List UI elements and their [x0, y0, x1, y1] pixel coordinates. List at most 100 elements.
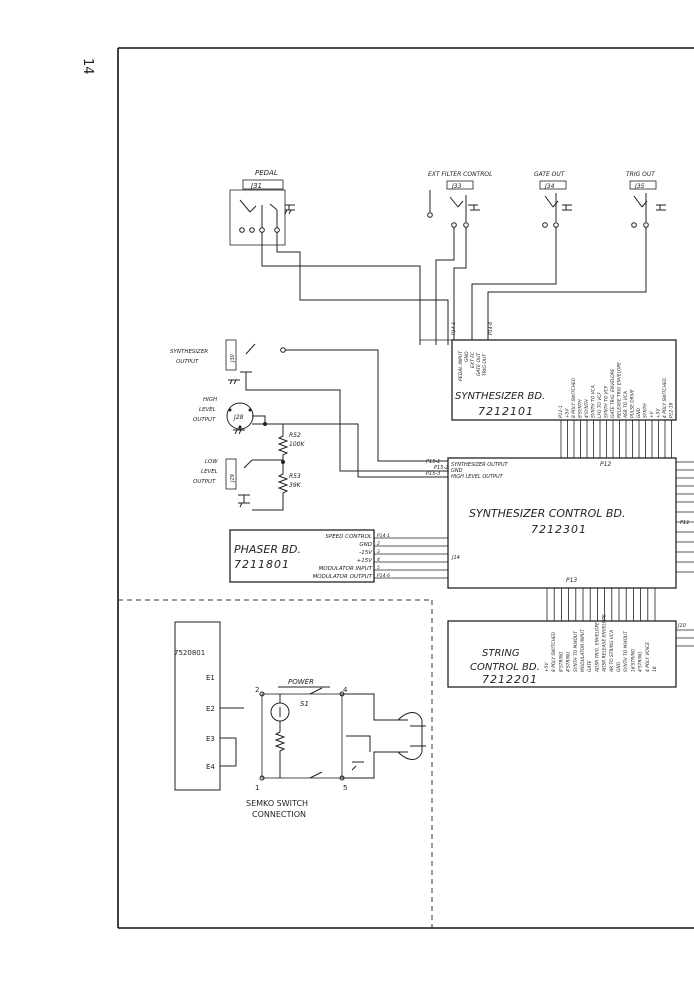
synth-bd-top-pin: GATE OUT — [476, 351, 482, 376]
string-bd-pin: ADSR RELEASE ENVELOPE — [602, 614, 608, 673]
low-level-label-3: OUTPUT — [193, 479, 216, 485]
low-level-ref: J29 — [230, 474, 236, 483]
phaser-bd-part: 7211801 — [234, 558, 290, 571]
synth-bd-bottom-pin: 4'SYNTH — [584, 399, 590, 418]
phaser-pin-label: SPEED CONTROL — [325, 534, 372, 540]
phaser-pin-conn: P14-1 — [377, 533, 390, 539]
string-bd-pin: +5V — [544, 662, 550, 672]
control-bd-pin-label: HIGH LEVEL OUTPUT — [451, 474, 504, 480]
r52-ref: R52 — [289, 432, 301, 439]
gate-out-jack-label: GATE OUT — [534, 171, 566, 178]
string-bd-pin: 4 POLY VOICE — [645, 642, 651, 672]
string-bd-pin: SYNTH TO MIXOUT — [573, 631, 579, 672]
synth-bd-bottom-pin: 4 POLY SWITCHED — [662, 377, 668, 418]
ext-filter-jack-label: EXT FILTER CONTROL — [428, 171, 492, 178]
control-bd-p12: P12 — [600, 461, 611, 468]
control-bd-p13: P13 — [566, 577, 577, 584]
string-bd-pin: MODULATOR INPUT — [580, 629, 586, 672]
control-bd-conn: P15-2 — [434, 465, 448, 471]
gate-out-jack-ref: J34 — [544, 183, 555, 190]
control-bd-title: SYNTHESIZER CONTROL BD. — [469, 507, 625, 520]
control-bd-part: 7212301 — [531, 523, 587, 536]
string-bd-title-2: CONTROL BD. — [470, 662, 540, 673]
semko-caption-2: CONNECTION — [252, 810, 306, 819]
node-4: 4 — [343, 686, 348, 694]
phaser-pin-label: +15V — [357, 558, 374, 564]
synth-bd-pin-p14-1: P14-1 — [451, 322, 457, 335]
synth-bd-bottom-pin: 8 POLY SWITCHED — [571, 377, 577, 418]
semko-region-border — [118, 599, 433, 928]
high-level-label-1: HIGH — [203, 397, 217, 403]
phaser-pin-label: -15V — [359, 550, 373, 556]
string-bd-pin: 16'STRING — [630, 648, 636, 672]
control-bd-pin-label: GND — [451, 468, 463, 474]
synth-control-board: P12 SYNTHESIZER CONTROL BD. 7212301 P11 … — [426, 457, 689, 589]
synth-bd-bottom-pin: +V — [649, 410, 655, 418]
r52-value: 100K — [289, 441, 305, 448]
drawing-frame — [117, 47, 694, 929]
synth-bd-bottom-pin: SYNTH — [643, 403, 649, 418]
phaser-pin-conn: P14-6 — [377, 573, 390, 579]
low-level-label-2: LEVEL — [201, 469, 218, 475]
high-level-ref: J28 — [233, 414, 244, 421]
ext-filter-jack: EXT FILTER CONTROL J33 — [427, 171, 492, 228]
semko-board-ref: 7520801 — [174, 649, 205, 657]
high-level-label-2: LEVEL — [199, 407, 216, 413]
synth-bd-top-pin: GND — [464, 351, 470, 362]
resistor-r53: R53 39K — [252, 462, 302, 511]
node-2: 2 — [255, 686, 259, 694]
semko-caption-1: SEMKO SWITCH — [246, 799, 308, 808]
node-1: 1 — [255, 784, 259, 792]
power-switch-label: POWER — [288, 678, 314, 686]
string-bd-pin: GND — [616, 661, 622, 672]
string-bd-pin: 8 POLY SWITCHED — [551, 631, 557, 672]
string-bd-pin: SYNTH TO MIXOUT — [623, 631, 629, 672]
string-bd-j10: J10 — [677, 623, 686, 629]
synth-bd-top-pin: EXT FC — [470, 351, 476, 368]
semko-term-e3: E3 — [206, 735, 215, 743]
synth-bd-top-pin: TRIG OUT — [482, 353, 488, 376]
synth-bd-bottom-pin: +5V — [656, 408, 662, 418]
pedal-jack-ref: J31 — [249, 182, 262, 190]
synth-bd-bottom-pin: PULSE DRIVE — [630, 389, 636, 418]
semko-term-e1: E1 — [206, 674, 215, 682]
string-bd-pin: AR TO STRING VCA — [609, 630, 615, 673]
pedal-jack-label: PEDAL — [255, 169, 278, 177]
synth-bd-bottom-pin: SYNTH TO VCA — [591, 385, 597, 418]
string-bd-pin: 4'STRING — [638, 651, 644, 672]
string-bd-pin: 4'STRING — [566, 651, 572, 672]
string-bd-pin: ADSR TRIG. ENVELOPE — [594, 622, 600, 673]
phaser-pin-label: MODULATOR INPUT — [319, 566, 373, 572]
high-level-output-jack: HIGH LEVEL OUTPUT J28 — [193, 397, 254, 435]
string-bd-title-1: STRING — [482, 648, 520, 659]
control-bd-p11: P11 — [680, 520, 689, 526]
synth-output-label: SYNTHESIZER — [170, 349, 208, 355]
string-bd-part: 7212201 — [482, 673, 538, 686]
synth-output-label-2: OUTPUT — [176, 359, 199, 365]
synth-bd-bottom-pin: GND — [636, 407, 642, 418]
semko-term-e4: E4 — [206, 763, 215, 771]
string-bd-pin: GATE — [587, 660, 593, 672]
trig-out-jack: TRIG OUT J35 — [626, 171, 666, 228]
low-level-label-1: LOW — [205, 459, 218, 465]
string-bd-pin: 8'STRING — [558, 651, 564, 672]
synth-bd-bottom-pin: GATE TRIG. ENVELOPE — [610, 369, 616, 418]
trig-out-jack-ref: J35 — [634, 183, 645, 190]
synth-bd-bottom-pin: LFO TO VCF — [597, 392, 603, 418]
low-level-output-jack: LOW LEVEL OUTPUT J29 — [193, 458, 253, 508]
control-bd-pin-label: SYNTHESIZER OUTPUT — [451, 462, 509, 468]
synth-bd-bottom-pin: +5V — [565, 408, 571, 418]
p11-right-wires — [676, 461, 694, 573]
synth-bd-bottom-pin: RELEASE TRIG ENVELOPE — [617, 362, 623, 418]
synthesizer-board: P14-1 P14-6 PEDAL INPUT GND EXT FC GATE … — [420, 322, 677, 458]
control-bd-conn: P15-3 — [426, 471, 440, 477]
synth-bd-top-pin: PEDAL INPUT — [458, 350, 464, 381]
synth-output-ref: J30 — [230, 354, 236, 363]
high-level-label-3: OUTPUT — [193, 417, 216, 423]
r53-ref: R53 — [289, 473, 301, 480]
semko-term-e2: E2 — [206, 705, 215, 713]
phaser-pin-conn: 5 — [377, 565, 380, 571]
